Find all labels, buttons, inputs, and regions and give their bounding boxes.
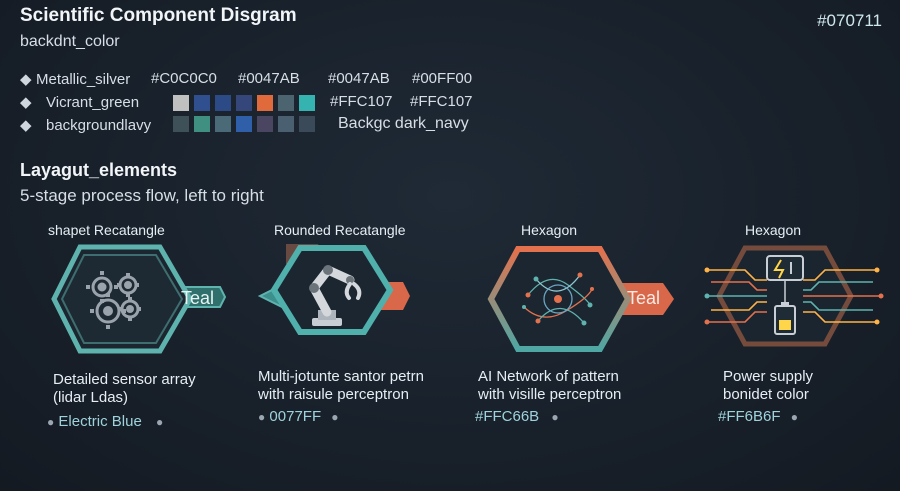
stage-2-description: Multi-jotunte santor petrn with raisule … bbox=[258, 368, 424, 403]
dot-icon: ● bbox=[551, 410, 559, 424]
color-swatch bbox=[215, 95, 231, 111]
diamond-bullet-icon: ◆ bbox=[20, 117, 32, 134]
color-swatch bbox=[194, 116, 210, 132]
palette-name: backgroundlavy bbox=[46, 117, 152, 134]
stage-1-label: shapet Recatangle bbox=[48, 222, 165, 238]
stage-1-hexagon bbox=[51, 244, 227, 354]
color-swatch bbox=[257, 95, 273, 111]
hexagon-outline bbox=[270, 245, 394, 335]
color-swatch bbox=[236, 116, 252, 132]
palette-name: Metallic_silver bbox=[36, 71, 131, 88]
color-swatch bbox=[194, 95, 210, 111]
color-swatch bbox=[215, 116, 231, 132]
color-swatch bbox=[299, 95, 315, 111]
stage-3-description: AI Network of pattern with visille perce… bbox=[478, 368, 622, 403]
color-swatch bbox=[299, 116, 315, 132]
section-subtitle: 5-stage process flow, left to right bbox=[20, 186, 264, 205]
diagram-title: Scientific Component Disgram bbox=[20, 5, 297, 26]
color-swatch bbox=[236, 95, 252, 111]
palette-name: Vicrant_green bbox=[46, 94, 140, 111]
stage-3-note: #FFC66B ● bbox=[475, 408, 559, 425]
dot-icon: ● bbox=[47, 415, 55, 429]
stage-3-label: Hexagon bbox=[521, 222, 578, 238]
stage-3-hexagon bbox=[487, 246, 674, 352]
gears-icon bbox=[86, 271, 141, 329]
battery-circuit-icon bbox=[766, 255, 804, 335]
background-hex-code: #070711 bbox=[817, 11, 882, 30]
diagram-subtitle: backdnt_color bbox=[20, 33, 120, 50]
stage-2-note: ● 0077FF ● bbox=[258, 408, 339, 425]
palette-code: #FFC107 bbox=[410, 93, 473, 110]
section-title: Layagut_elements bbox=[20, 160, 178, 180]
stage-1-note: ● Electric Blue ● bbox=[47, 413, 164, 430]
color-swatch bbox=[173, 116, 189, 132]
color-swatch bbox=[278, 116, 294, 132]
stage-2-label: Rounded Recatangle bbox=[274, 222, 406, 238]
color-swatch bbox=[278, 95, 294, 111]
color-swatch bbox=[173, 95, 189, 111]
palette-row-2: ◆ Vicrant_green bbox=[20, 93, 139, 111]
diamond-bullet-icon: ◆ bbox=[20, 94, 32, 111]
palette-code: Backgc dark_navy bbox=[338, 115, 469, 132]
palette-code: #0047AB bbox=[238, 70, 300, 87]
stage-2-hexagon bbox=[257, 244, 410, 335]
palette-code: #00FF00 bbox=[412, 70, 473, 87]
dot-icon: ● bbox=[331, 410, 339, 424]
neural-network-icon bbox=[522, 272, 594, 326]
dot-icon: ● bbox=[258, 410, 266, 424]
palette-row-3: ◆ backgroundlavy bbox=[20, 116, 151, 134]
stage-4-label: Hexagon bbox=[745, 222, 802, 238]
stage-1-tag: Teal bbox=[181, 288, 215, 308]
stage-3-tag: Teal bbox=[627, 288, 661, 308]
diamond-bullet-icon: ◆ bbox=[20, 71, 32, 88]
dot-icon: ● bbox=[790, 410, 798, 424]
palette-code: #FFC107 bbox=[330, 93, 393, 110]
stage-4-description: Power supply bonidet color bbox=[723, 368, 814, 403]
stage-4-hexagon bbox=[704, 245, 884, 347]
stage-1-description: Detailed sensor array (lidar Ldas) bbox=[53, 371, 196, 406]
palette-code: #0047AB bbox=[328, 70, 390, 87]
circuit-traces bbox=[704, 267, 884, 325]
stage-4-note: #FF6B6F ● bbox=[718, 408, 798, 425]
palette-row-1: ◆Metallic_silver bbox=[20, 70, 130, 88]
robot-arm-icon bbox=[309, 265, 362, 326]
palette-code: #C0C0C0 bbox=[151, 70, 217, 87]
dot-icon: ● bbox=[155, 415, 164, 429]
color-swatch bbox=[257, 116, 273, 132]
